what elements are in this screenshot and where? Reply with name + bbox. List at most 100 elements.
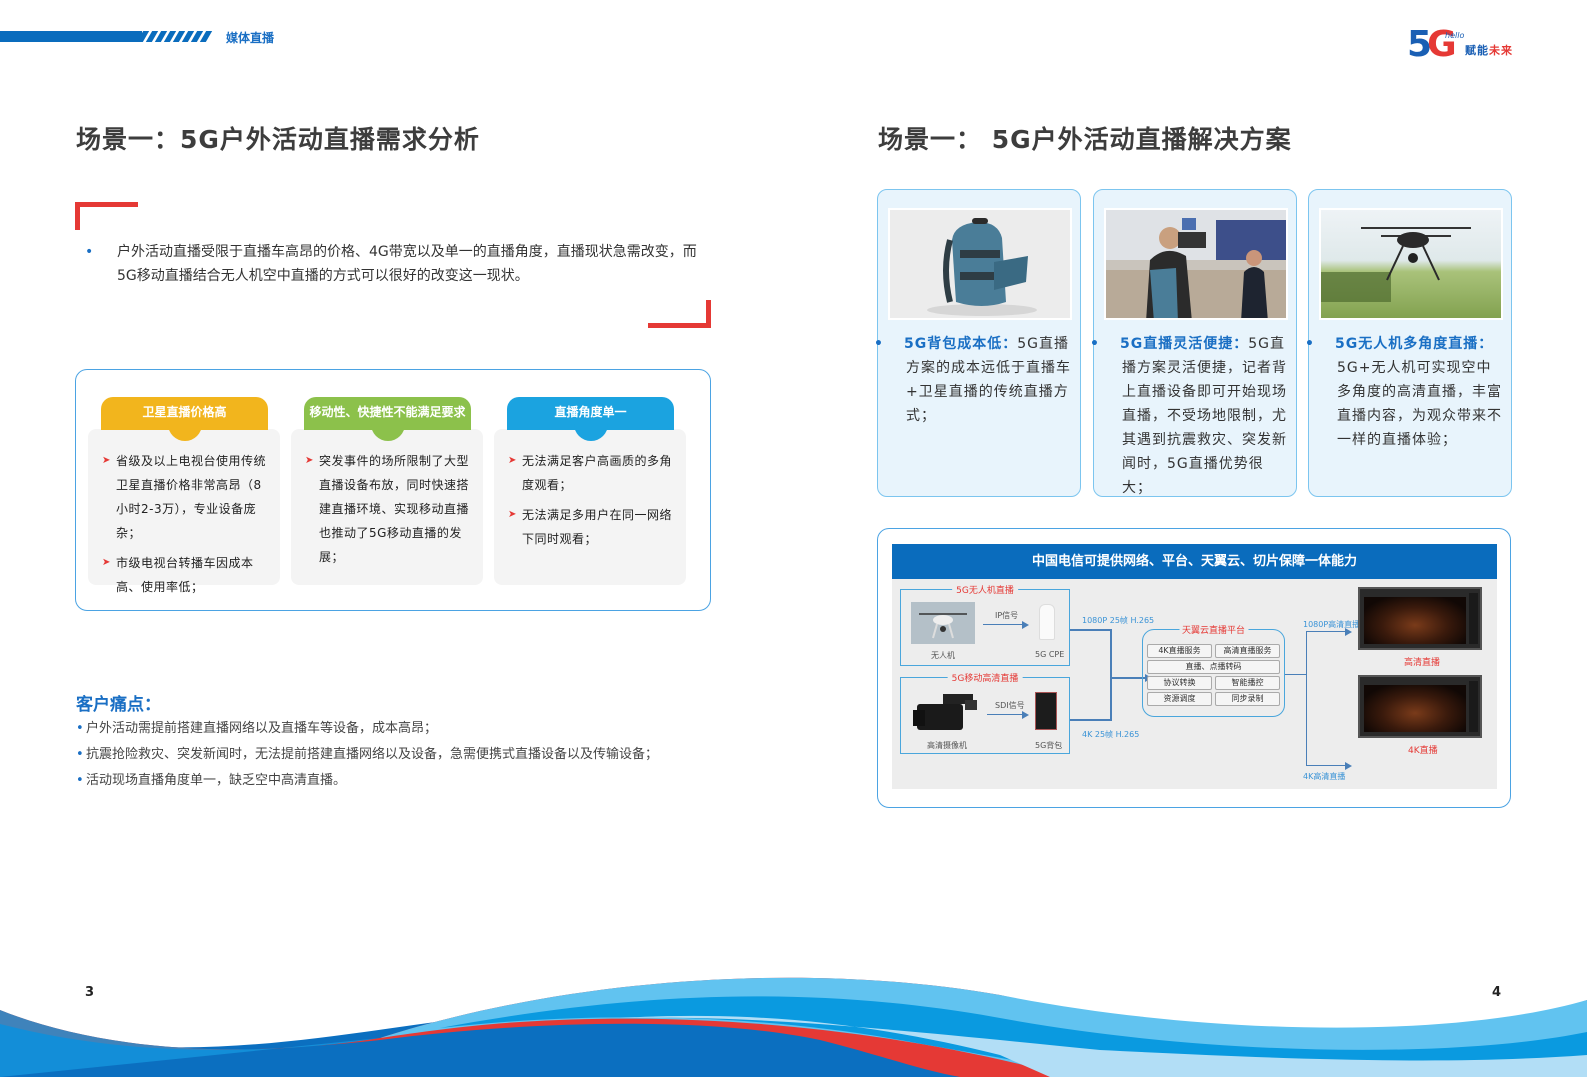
drone-image xyxy=(911,602,975,644)
page-number-left: 3 xyxy=(85,985,95,1000)
device-label: 无人机 xyxy=(931,651,955,660)
bracket-corner-bottom-right xyxy=(648,300,711,328)
service-box: 智能播控 xyxy=(1215,676,1280,690)
card-tab-price: 卫星直播价格高 xyxy=(101,397,268,441)
solution-body: 5G+无人机可实现空中多角度的高清直播，丰富直播内容，为观众带来不一样的直播体验… xyxy=(1337,360,1502,448)
header-stripes xyxy=(136,31,218,42)
connector-line xyxy=(1285,674,1307,675)
device-label: 5G背包 xyxy=(1035,741,1063,750)
output-link-label: 1080P高清直播 xyxy=(1303,620,1361,629)
arrow-head-icon xyxy=(1022,711,1029,719)
solution-card-flexible: •5G直播灵活便捷：5G直播方案灵活便捷，记者背上直播设备即可开始现场直播，不受… xyxy=(1090,189,1297,497)
link-label-top: 1080P 25帧 H.265 xyxy=(1082,616,1155,625)
logo-5: 5 xyxy=(1407,24,1432,65)
connector-line xyxy=(1070,719,1112,721)
right-page-title: 场景一： 5G户外活动直播解决方案 xyxy=(878,125,1292,154)
diagram-canvas: 5G无人机直播 无人机 IP信号 5G CPE 5G移动高清直播 高清摄像机 S… xyxy=(892,579,1497,789)
device-label: 高清摄像机 xyxy=(927,741,967,750)
arrow-bullet-icon: ➤ xyxy=(102,557,111,568)
service-box: 同步录制 xyxy=(1215,692,1280,706)
connector-line xyxy=(1110,629,1112,721)
arrow-head-icon xyxy=(1345,762,1352,770)
device-label: 5G CPE xyxy=(1035,650,1065,659)
group-label: 5G移动高清直播 xyxy=(947,671,1023,684)
card-item: ➤突发事件的场所限制了大型直播设备布放，同时快速搭建直播环境、实现移动直播也推动… xyxy=(305,449,477,569)
pain-point-item: •户外活动需提前搭建直播网络以及直播车等设备，成本高昂； xyxy=(76,721,438,736)
connector-line xyxy=(1306,631,1346,632)
card-tab-mobility: 移动性、快捷性不能满足要求 xyxy=(304,397,471,441)
solution-heading: 5G背包成本低： xyxy=(904,336,1018,352)
arrow-head-icon xyxy=(1345,628,1352,636)
group-mobile-hd-live: 5G移动高清直播 高清摄像机 SDI信号 5G背包 xyxy=(900,671,1070,754)
card-item: ➤省级及以上电视台使用传统卫星直播价格非常高昂（8小时2-3万），专业设备庞杂； xyxy=(102,449,274,545)
card-title: 卫星直播价格高 xyxy=(142,405,227,419)
solution-body: 5G直播方案的成本远低于直播车+卫星直播的传统直播方式； xyxy=(906,336,1071,424)
service-box: 协议转换 xyxy=(1147,676,1212,690)
arrow-bullet-icon: ➤ xyxy=(508,509,517,520)
signal-label: SDI信号 xyxy=(995,701,1025,710)
link-label-bottom: 4K 25帧 H.265 xyxy=(1082,730,1140,739)
arrow-bullet-icon: ➤ xyxy=(508,455,517,466)
architecture-diagram: 中国电信可提供网络、平台、天翼云、切片保障一体能力 5G无人机直播 无人机 IP… xyxy=(877,528,1511,808)
logo-slogan: 赋能未来 xyxy=(1465,42,1513,58)
intro-text: 户外活动直播受限于直播车高昂的价格、4G带宽以及单一的直播角度，直播现状急需改变… xyxy=(117,244,697,284)
platform-label: 天翼云直播平台 xyxy=(1178,623,1249,636)
footer-wave-decoration xyxy=(0,977,1587,1077)
card-item: ➤无法满足客户高画质的多角度观看； xyxy=(508,449,680,497)
card-item: ➤无法满足多用户在同一网络下同时观看； xyxy=(508,503,680,551)
requirement-card-price: ➤省级及以上电视台使用传统卫星直播价格非常高昂（8小时2-3万），专业设备庞杂；… xyxy=(88,429,280,594)
bracket-corner-top-left xyxy=(75,202,138,230)
service-box: 资源调度 xyxy=(1147,692,1212,706)
connector-line xyxy=(1306,765,1346,766)
service-box: 高清直播服务 xyxy=(1215,644,1280,658)
hd-live-screen xyxy=(1358,587,1482,650)
card-title: 直播角度单一 xyxy=(554,405,627,419)
connector-line xyxy=(1070,629,1112,631)
slogan-part-a: 赋能 xyxy=(1465,44,1489,57)
arrow-bullet-icon: ➤ xyxy=(305,455,314,466)
arrow-line xyxy=(987,714,1023,715)
requirement-card-mobility: ➤突发事件的场所限制了大型直播设备布放，同时快速搭建直播环境、实现移动直播也推动… xyxy=(291,429,483,585)
solution-card-drone: •5G无人机多角度直播：5G+无人机可实现空中多角度的高清直播，丰富直播内容，为… xyxy=(1305,189,1512,497)
solution-text: •5G直播灵活便捷：5G直播方案灵活便捷，记者背上直播设备即可开始现场直播，不受… xyxy=(1090,336,1287,496)
slogan-part-b: 未来 xyxy=(1489,44,1513,57)
pain-point-item: •抗震抢险救灾、突发新闻时，无法提前搭建直播网络以及设备，急需便携式直播设备以及… xyxy=(76,747,659,762)
left-page-title: 场景一：5G户外活动直播需求分析 xyxy=(76,125,480,154)
card-item: ➤市级电视台转播车因成本高、使用率低； xyxy=(102,551,274,599)
connector-line xyxy=(1110,677,1146,679)
arrow-bullet-icon: ➤ xyxy=(102,455,111,466)
group-label: 5G无人机直播 xyxy=(952,583,1018,596)
requirement-cards-panel: ➤省级及以上电视台使用传统卫星直播价格非常高昂（8小时2-3万），专业设备庞杂；… xyxy=(75,369,711,611)
cpe-device-icon xyxy=(1039,604,1055,640)
page-number-right: 4 xyxy=(1492,985,1502,1000)
solution-card-backpack: •5G背包成本低：5G直播方案的成本远低于直播车+卫星直播的传统直播方式； xyxy=(874,189,1081,497)
pain-points-list: •户外活动需提前搭建直播网络以及直播车等设备，成本高昂； •抗震抢险救灾、突发新… xyxy=(76,716,658,794)
service-box: 4K直播服务 xyxy=(1147,644,1212,658)
arrow-head-icon xyxy=(1022,621,1029,629)
connector-line xyxy=(1306,631,1307,765)
group-drone-live: 5G无人机直播 无人机 IP信号 5G CPE xyxy=(900,583,1070,666)
card-title: 移动性、快捷性不能满足要求 xyxy=(309,405,466,419)
requirement-card-angle: ➤无法满足客户高画质的多角度观看； ➤无法满足多用户在同一网络下同时观看； xyxy=(494,429,686,585)
backpack-photo xyxy=(888,208,1072,320)
camcorder-image xyxy=(913,690,979,734)
solution-text: •5G无人机多角度直播：5G+无人机可实现空中多角度的高清直播，丰富直播内容，为… xyxy=(1305,336,1502,448)
output-label: 高清直播 xyxy=(1404,658,1441,668)
backpack-device-icon xyxy=(1035,692,1057,730)
output-label: 4K直播 xyxy=(1408,746,1438,756)
solution-text: •5G背包成本低：5G直播方案的成本远低于直播车+卫星直播的传统直播方式； xyxy=(874,336,1071,424)
arrow-line xyxy=(983,624,1023,625)
signal-label: IP信号 xyxy=(995,611,1019,620)
section-label: 媒体直播 xyxy=(226,31,275,45)
pain-points-title: 客户痛点： xyxy=(76,695,161,715)
bullet-icon: • xyxy=(85,244,94,260)
solution-heading: 5G直播灵活便捷： xyxy=(1120,336,1249,352)
pain-point-item: •活动现场直播角度单一，缺乏空中高清直播。 xyxy=(76,773,347,788)
solution-body: 5G直播方案灵活便捷，记者背上直播设备即可开始现场直播，不受场地限制，尤其遇到抗… xyxy=(1122,336,1287,496)
header-bar xyxy=(0,31,142,42)
intro-paragraph: • 户外活动直播受限于直播车高昂的价格、4G带宽以及单一的直播角度，直播现状急需改… xyxy=(85,240,701,288)
output-link-label: 4K高清直播 xyxy=(1303,772,1346,781)
reporter-photo xyxy=(1104,208,1288,320)
4k-live-screen xyxy=(1358,675,1482,738)
5g-hello-logo: 5G hello 赋能未来 xyxy=(1407,27,1517,67)
